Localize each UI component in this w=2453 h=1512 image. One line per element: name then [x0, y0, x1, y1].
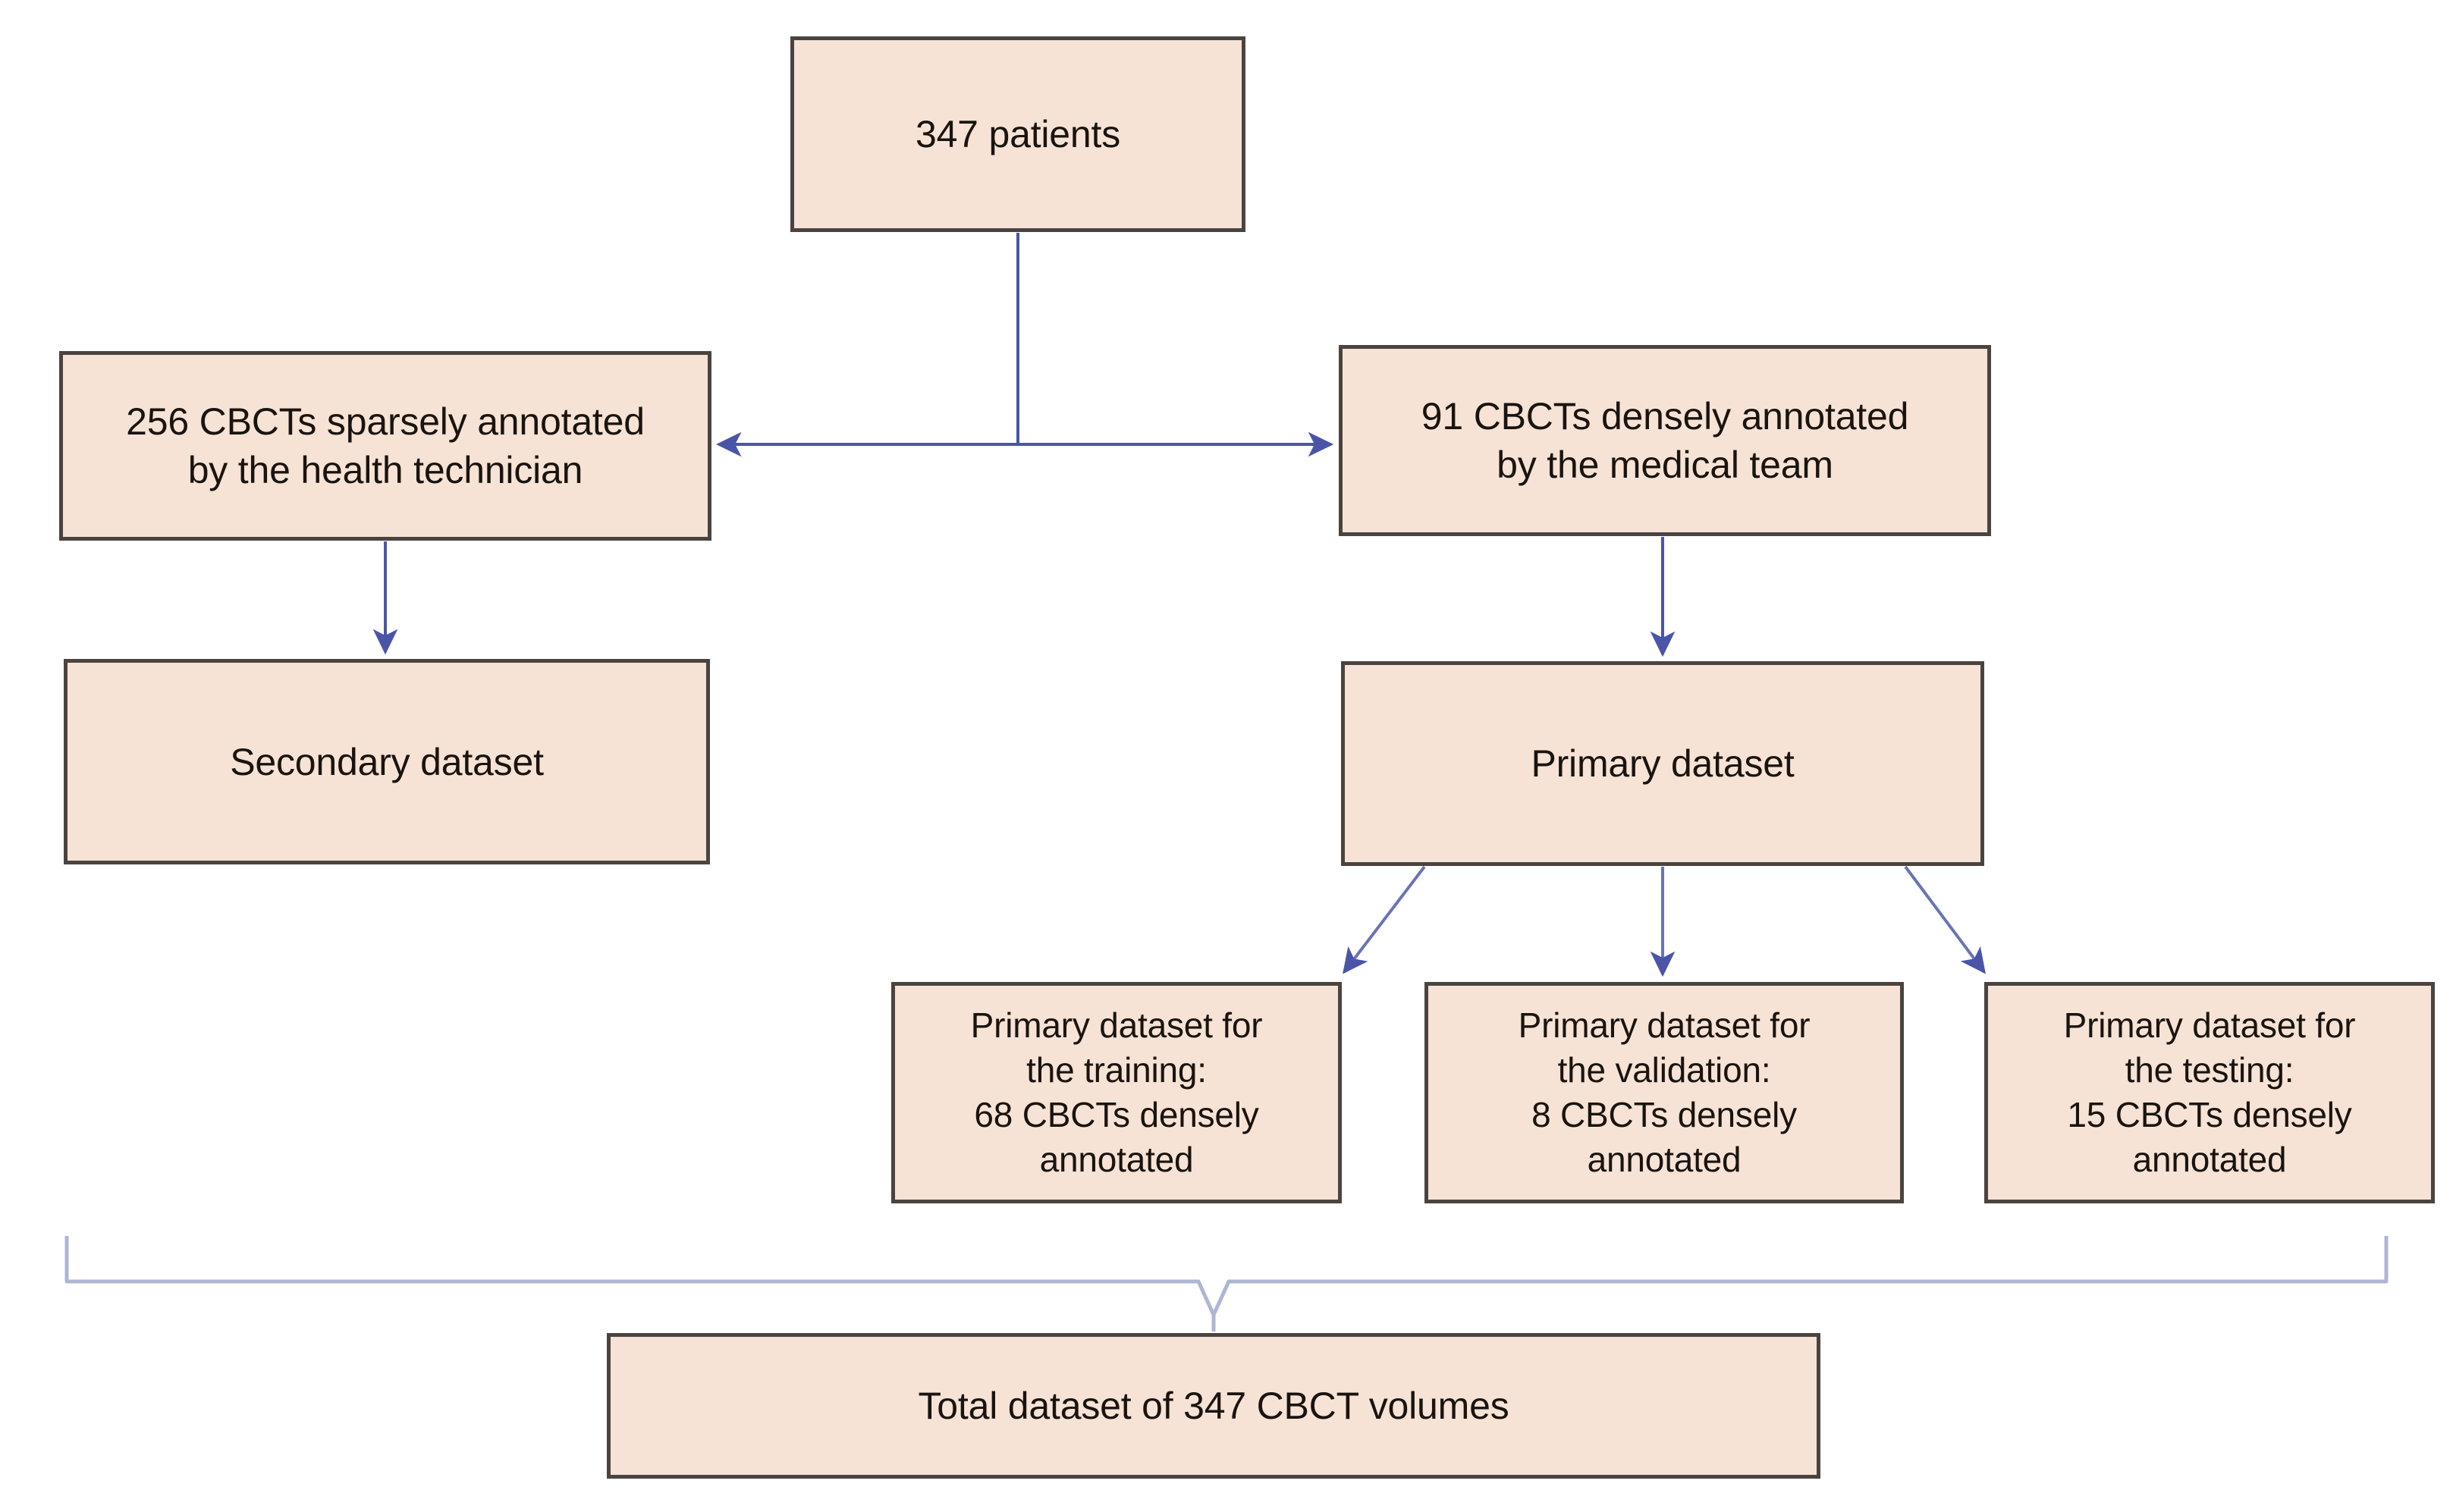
- node-label: Total dataset of 347 CBCT volumes: [918, 1385, 1509, 1427]
- node-label: Primary dataset for the testing: 15 CBCT…: [2063, 1005, 2356, 1179]
- node-primary-dataset-training[interactable]: Primary dataset for the training: 68 CBC…: [891, 982, 1342, 1203]
- node-primary-dataset[interactable]: Primary dataset: [1341, 661, 1984, 866]
- node-total-dataset[interactable]: Total dataset of 347 CBCT volumes: [607, 1333, 1820, 1479]
- node-label: 347 patients: [915, 113, 1121, 155]
- node-347-patients[interactable]: 347 patients: [790, 36, 1245, 232]
- edge-primary-to-testing: [1904, 865, 1986, 974]
- node-label: Primary dataset: [1531, 742, 1795, 785]
- edge-total-bracket: [64, 1236, 2389, 1332]
- node-label: Primary dataset for the training: 68 CBC…: [970, 1005, 1263, 1179]
- node-densely-annotated[interactable]: 91 CBCTs densely annotated by the medica…: [1339, 345, 1991, 536]
- node-secondary-dataset[interactable]: Secondary dataset: [64, 659, 710, 864]
- node-label: 91 CBCTs densely annotated by the medica…: [1421, 395, 1909, 486]
- node-label: 256 CBCTs sparsely annotated by the heal…: [126, 400, 645, 491]
- node-label: Primary dataset for the validation: 8 CB…: [1518, 1005, 1811, 1179]
- node-primary-dataset-testing[interactable]: Primary dataset for the testing: 15 CBCT…: [1984, 982, 2435, 1203]
- node-sparsely-annotated[interactable]: 256 CBCTs sparsely annotated by the heal…: [59, 351, 711, 541]
- edge-primary-to-training: [1343, 865, 1426, 974]
- edge-patients-split: [716, 233, 1334, 457]
- node-primary-dataset-validation[interactable]: Primary dataset for the validation: 8 CB…: [1424, 982, 1904, 1203]
- node-label: Secondary dataset: [230, 740, 544, 783]
